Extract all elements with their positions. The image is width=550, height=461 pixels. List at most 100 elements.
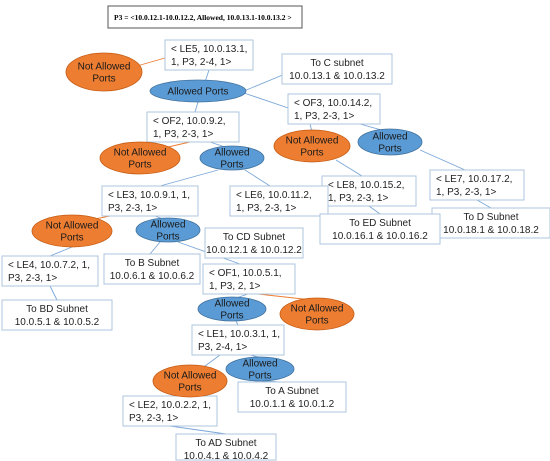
node-label-line: < OF3, 10.0.14.2,: [294, 98, 372, 109]
node-to-bd: To BD Subnet 10.0.5.1 & 10.0.5.2: [1, 299, 113, 331]
node-label-line: To AD Subnet: [195, 438, 256, 449]
node-le5: < LE5, 10.0.13.1, 1, P3, 2-4, 1>: [164, 39, 254, 71]
node-to-a: To A Subnet 10.0.1.1 & 10.0.1.2: [237, 381, 347, 413]
node-label-line: 1, P3, 2-3, 1>: [294, 111, 354, 122]
node-label-line: 10.0.5.1 & 10.0.5.2: [15, 317, 100, 328]
allowed-ports-a1: Allowed Ports: [149, 79, 247, 103]
oval-label-line: Allowed: [150, 220, 185, 231]
node-label-line: P3, 2-3, 1>: [129, 413, 178, 424]
oval-label-line: Ports: [156, 232, 179, 243]
node-label-line: 10.0.4.1 & 10.0.4.2: [184, 451, 269, 461]
node-label-line: 10.0.12.1 & 10.0.12.2: [206, 245, 302, 256]
node-label-line: P3, 2-4, 1>: [198, 342, 247, 353]
oval-label-line: Not Allowed: [46, 221, 99, 232]
node-to-ed: To ED Subnet 10.0.16.1 & 10.0.16.2: [319, 213, 441, 245]
connector-line: [159, 169, 219, 187]
node-le3: < LE3, 10.0.9.1, 1, P3, 2-3, 1>: [101, 185, 199, 217]
node-label-line: < LE8, 10.0.15.2,: [328, 180, 404, 191]
node-label-line: 1, P3, 2-3, 1>: [328, 193, 388, 204]
oval-label-line: Allowed Ports: [167, 87, 228, 98]
oval-label-line: Allowed: [214, 299, 249, 310]
node-label-line: < LE7, 10.0.17.2,: [436, 174, 512, 185]
node-label-line: P3, 2-3, 1>: [108, 203, 157, 214]
policy-title-text: P3 = <10.0.12.1-10.0.12.2, Allowed, 10.0…: [114, 13, 292, 22]
node-to-cd: To CD Subnet 10.0.12.1 & 10.0.12.2: [204, 227, 304, 259]
oval-label-line: Allowed: [214, 148, 249, 159]
oval-label-line: Ports: [178, 383, 201, 394]
node-to-ad: To AD Subnet 10.0.4.1 & 10.0.4.2: [175, 433, 277, 461]
oval-label-line: Ports: [305, 316, 328, 327]
connector-line: [49, 285, 58, 301]
node-label-line: 1, P3, 2-3, 1>: [436, 187, 496, 198]
connector-line: [244, 169, 271, 187]
tree-shapes: P3 = <10.0.12.1-10.0.12.2, Allowed, 10.0…: [1, 5, 550, 461]
node-label-line: < LE6, 10.0.11.2,: [236, 190, 312, 201]
connector-line: [335, 159, 363, 177]
node-label-line: To ED Subnet: [349, 218, 411, 229]
oval-label-line: Not Allowed: [286, 136, 339, 147]
node-label-line: 10.0.16.1 & 10.0.16.2: [332, 231, 428, 242]
node-label-line: < LE3, 10.0.9.1, 1,: [108, 190, 190, 201]
connector-line: [419, 149, 466, 171]
node-label-line: 10.0.1.1 & 10.0.1.2: [250, 399, 335, 410]
connector-line: [476, 199, 492, 209]
oval-label-line: Ports: [300, 148, 323, 159]
node-label-line: To BD Subnet: [26, 304, 88, 315]
oval-label-line: Not Allowed: [164, 371, 217, 382]
policy-title: P3 = <10.0.12.1-10.0.12.2, Allowed, 10.0…: [107, 5, 303, 29]
node-label-line: < LE2, 10.0.2.2, 1,: [129, 400, 211, 411]
node-label-line: 1, P3, 2-4, 1>: [171, 57, 231, 68]
oval-label-line: Ports: [92, 74, 115, 85]
oval-label-line: Not Allowed: [114, 148, 167, 159]
connector-line: [204, 354, 221, 367]
oval-label-line: Ports: [128, 160, 151, 171]
oval-label-line: Ports: [378, 144, 401, 155]
oval-label-line: Ports: [220, 160, 243, 171]
connector-line: [194, 101, 199, 113]
oval-label-line: Ports: [248, 371, 271, 382]
node-label-line: 1, P3, 2, 1>: [209, 281, 261, 292]
node-label-line: < OF1, 10.0.5.1,: [209, 268, 282, 279]
node-label-line: < OF2, 10.0.9.2,: [153, 116, 226, 127]
node-le7: < LE7, 10.0.17.2, 1, P3, 2-3, 1>: [429, 169, 525, 201]
oval-label-line: Ports: [220, 311, 243, 322]
node-label-line: To B Subnet: [125, 258, 180, 269]
node-label-line: < LE4, 10.0.7.2, 1,: [8, 260, 90, 271]
connector-line: [169, 425, 227, 435]
node-label-line: To CD Subnet: [223, 232, 285, 243]
oval-label-line: Not Allowed: [291, 304, 344, 315]
connector-line: [235, 320, 239, 326]
oval-label-line: Ports: [60, 233, 83, 244]
oval-label-line: Allowed: [242, 359, 277, 370]
node-le8: < LE8, 10.0.15.2, 1, P3, 2-3, 1>: [321, 175, 417, 207]
node-label-line: 1, P3, 2-3, 1>: [236, 203, 296, 214]
connector-line: [243, 73, 286, 92]
node-le1: < LE1, 10.0.3.1, 1,P3, 2-4, 1>: [191, 324, 285, 356]
node-label-line: < LE5, 10.0.13.1,: [171, 44, 247, 55]
node-label-line: 10.0.6.1 & 10.0.6.2: [110, 271, 195, 282]
node-label-line: To A Subnet: [265, 386, 319, 397]
node-label-line: 10.0.13.1 & 10.0.13.2: [289, 71, 385, 82]
node-label-line: To C subnet: [310, 58, 364, 69]
oval-label-line: Allowed: [372, 132, 407, 143]
node-of2: < OF2, 10.0.9.2, 1, P3, 2-3, 1>: [146, 111, 240, 143]
node-to-b: To B Subnet 10.0.6.1 & 10.0.6.2: [103, 253, 201, 285]
node-label-line: 10.0.18.1 & 10.0.18.2: [443, 225, 539, 236]
node-le4: < LE4, 10.0.7.2, 1,P3, 2-3, 1>: [1, 255, 99, 287]
oval-label-line: Not Allowed: [78, 62, 131, 73]
connector-line: [368, 205, 381, 215]
node-to-c: To C subnet 10.0.13.1 & 10.0.13.2: [281, 53, 393, 85]
node-label-line: 1, P3, 2-3, 1>: [153, 129, 213, 140]
connector-line: [49, 246, 73, 257]
